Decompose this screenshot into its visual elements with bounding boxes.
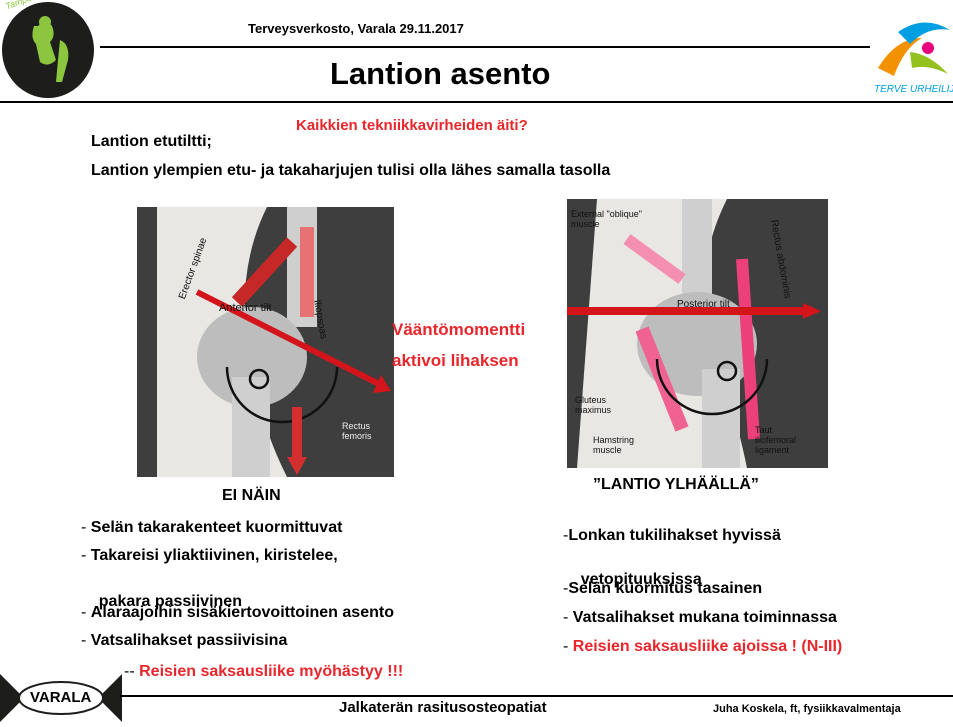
terve-urheilija-text: TERVE URHEILIJ: [874, 84, 953, 95]
label-external-oblique: External "oblique" muscle: [571, 209, 651, 229]
label-gluteus: Gluteus maximus: [575, 395, 619, 415]
footer-rule: [120, 695, 953, 697]
right-bullet-text: Lonkan tukilihakset hyvissä: [568, 527, 781, 544]
right-bullet-final-text: Reisien saksausliike ajoissa ! (N-III): [573, 638, 842, 655]
right-bullet-1: -Lonkan tukilihakset hyvissä: [563, 527, 781, 545]
right-bullet-final: - Reisien saksausliike ajoissa ! (N-III): [563, 638, 842, 656]
header-rule-bottom: [0, 101, 953, 103]
subtitle-question: Kaikkien tekniikkavirheiden äiti?: [296, 117, 528, 134]
event-line: Terveysverkosto, Varala 29.11.2017: [248, 21, 464, 36]
pelvis-posterior-tilt-figure: External "oblique" muscle Posterior tilt…: [567, 199, 828, 468]
terve-urheilija-logo: TERVE URHEILIJ: [870, 18, 953, 100]
left-bullet-text: Alaraajoihin sisäkiertovoittoinen asento: [91, 604, 394, 621]
label-posterior-tilt: Posterior tilt: [677, 299, 730, 310]
intro-line-1: Lantion etutiltti;: [91, 133, 212, 151]
left-bullet-5: - Vatsalihakset passiivisina: [81, 632, 287, 650]
right-bullet-text: Selän kuormitus tasainen: [568, 580, 762, 597]
label-rectus-femoris: Rectus femoris: [342, 421, 382, 441]
intro-line-2: Lantion ylempien etu- ja takaharjujen tu…: [91, 162, 610, 180]
footer-center: Jalkaterän rasitusosteopatiat: [339, 699, 547, 716]
left-bullet-text: Selän takarakenteet kuormittuvat: [91, 519, 343, 536]
footer-author: Juha Koskela, ft, fysiikkavalmentaja: [713, 703, 901, 715]
header-rule: [100, 46, 870, 48]
left-bullet-text: Vatsalihakset passiivisina: [91, 632, 288, 649]
label-anterior-tilt: Anterior tilt: [219, 302, 272, 314]
pelvis-anterior-tilt-figure: Erector spinae Anterior tilt Iliopsoas R…: [137, 207, 394, 477]
right-bullet-text: Vatsalihakset mukana toiminnassa: [573, 609, 837, 626]
left-bullet-final: -- Reisien saksausliike myöhästyy !!!: [124, 663, 403, 681]
label-hamstring: Hamstring muscle: [593, 435, 649, 455]
left-bullet-2: - Takareisi yliaktiivinen, kiristelee,: [81, 547, 338, 565]
varala-logo-text: VARALA: [30, 689, 91, 706]
figure-right-caption: ”LANTIO YLHÄÄLLÄ”: [593, 476, 759, 494]
varala-logo: VARALA: [0, 660, 122, 722]
right-bullet-3: -Selän kuormitus tasainen: [563, 580, 762, 598]
right-bullet-4: - Vatsalihakset mukana toiminnassa: [563, 609, 837, 627]
left-bullet-final-text: Reisien saksausliike myöhästyy !!!: [139, 663, 403, 680]
left-bullet-1: - Selän takarakenteet kuormittuvat: [81, 519, 342, 537]
tampere-logo: Tampereen Urheiluakatemia: [0, 0, 100, 100]
callout-line-1: Vääntömomentti: [392, 320, 525, 340]
figure-left-caption: EI NÄIN: [222, 487, 281, 505]
label-taut: Taut iliofemoral ligament: [755, 425, 815, 455]
page-title: Lantion asento: [330, 56, 550, 92]
callout-line-2: aktivoi lihaksen: [392, 351, 519, 371]
left-bullet-4: - Alaraajoihin sisäkiertovoittoinen asen…: [81, 604, 394, 622]
left-bullet-text: Takareisi yliaktiivinen, kiristelee,: [91, 547, 338, 564]
